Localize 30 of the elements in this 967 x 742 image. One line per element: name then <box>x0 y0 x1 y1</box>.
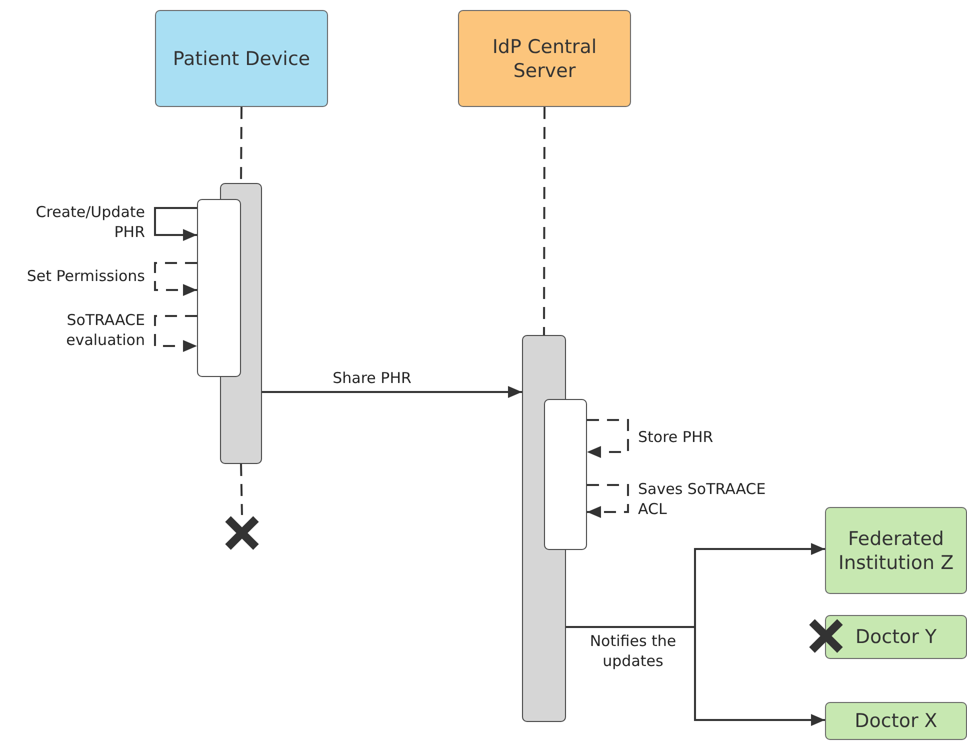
lifeline <box>543 107 546 335</box>
participant-box <box>825 507 967 594</box>
message-label: Set Permissions <box>26 266 145 286</box>
participant-name: Doctor X <box>854 709 938 733</box>
self-message-arrow <box>154 315 197 352</box>
lifeline <box>240 464 243 516</box>
self-message-arrow <box>587 419 629 458</box>
activation-bar <box>544 398 586 550</box>
message-label: Saves SoTRAACE ACL <box>638 479 767 519</box>
activation-bar <box>196 198 240 376</box>
message-label: Create/Update PHR <box>34 202 145 242</box>
message-label: Notifies the updates <box>588 631 678 671</box>
participant-box <box>825 702 967 740</box>
message-label: SoTRAACE evaluation <box>65 310 145 350</box>
participant-name: Doctor Y <box>854 625 938 649</box>
message-arrow <box>566 626 825 726</box>
message-label: Share PHR <box>332 368 412 388</box>
participant-box <box>155 10 328 107</box>
participant-box <box>458 10 631 107</box>
participant-name: Patient Device <box>172 46 312 70</box>
destroy-mark <box>808 618 844 654</box>
destroy-mark <box>224 515 260 551</box>
message-label: Store PHR <box>638 427 714 447</box>
participant-name: IdP Central Server <box>491 34 598 82</box>
participant-box <box>825 615 967 659</box>
self-message-arrow <box>587 484 629 518</box>
participant-name: Federated Institution Z <box>837 526 955 574</box>
self-message-arrow <box>154 262 197 296</box>
message-arrow <box>262 386 522 398</box>
self-message-arrow <box>154 207 197 241</box>
